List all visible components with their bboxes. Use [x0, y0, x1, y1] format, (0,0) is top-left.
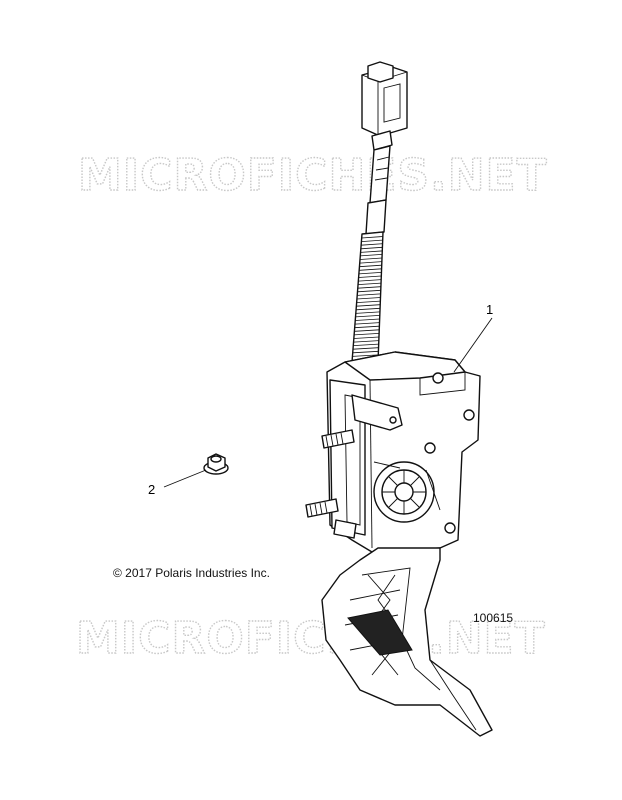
- hose-ridge: [354, 333, 380, 336]
- hose-ridge: [355, 315, 380, 318]
- sensor-housing: [326, 351, 481, 553]
- hose-ridge: [353, 340, 379, 343]
- hose-ridge: [352, 347, 379, 350]
- callout-1: 1: [453, 302, 493, 373]
- cable-sleeve: [365, 145, 391, 235]
- hose-ridge: [360, 250, 383, 253]
- hose-ridge: [361, 243, 383, 246]
- mounting-stud-upper: [321, 429, 355, 449]
- hose-ridge: [357, 289, 381, 293]
- copyright-notice: © 2017 Polaris Industries Inc.: [113, 566, 270, 580]
- electrical-connector: [361, 61, 408, 151]
- watermark-top: MICROFICHES.NET: [78, 150, 548, 201]
- corrugated-hose: [351, 231, 384, 363]
- hose-ridge: [352, 354, 379, 357]
- hose-ridge: [354, 325, 380, 329]
- hose-ridge: [355, 318, 380, 321]
- hose-ridge: [352, 350, 379, 354]
- hose-ridge: [358, 272, 382, 275]
- hose-ridge: [359, 261, 382, 264]
- hose-ridge: [353, 336, 379, 339]
- hose-ridge: [359, 264, 382, 268]
- hose-ridge: [356, 297, 381, 300]
- callout-1-label: 1: [486, 302, 493, 317]
- hose-ridge: [359, 268, 382, 271]
- hose-ridge: [357, 286, 381, 289]
- hose-ridge: [361, 236, 383, 239]
- hose-ridge: [356, 300, 381, 303]
- hose-ridge: [354, 322, 380, 325]
- hose-ridge: [358, 275, 382, 278]
- hose-ridge: [357, 293, 381, 296]
- hose-ridge: [358, 279, 382, 282]
- flange-nut: [203, 453, 229, 475]
- hose-ridge: [355, 311, 380, 314]
- hose-ridge: [356, 304, 381, 307]
- hose-ridge: [356, 307, 381, 311]
- hose-ridge: [360, 254, 383, 257]
- hose-ridge: [359, 257, 383, 260]
- watermark-bottom: MICROFICHES.NET: [76, 613, 546, 664]
- throttle-pedal-assembly: [305, 61, 493, 737]
- hose-ridge: [357, 282, 382, 285]
- pedal-arm: [321, 547, 493, 737]
- callout-2: 2: [148, 469, 207, 497]
- figure-number: 100615: [473, 611, 513, 625]
- hose-ridge: [353, 343, 379, 346]
- mounting-stud-lower: [305, 498, 357, 539]
- hose-ridge: [360, 246, 383, 250]
- callout-2-label: 2: [148, 482, 155, 497]
- hose-ridge: [354, 329, 380, 332]
- hose-ridge: [361, 239, 383, 242]
